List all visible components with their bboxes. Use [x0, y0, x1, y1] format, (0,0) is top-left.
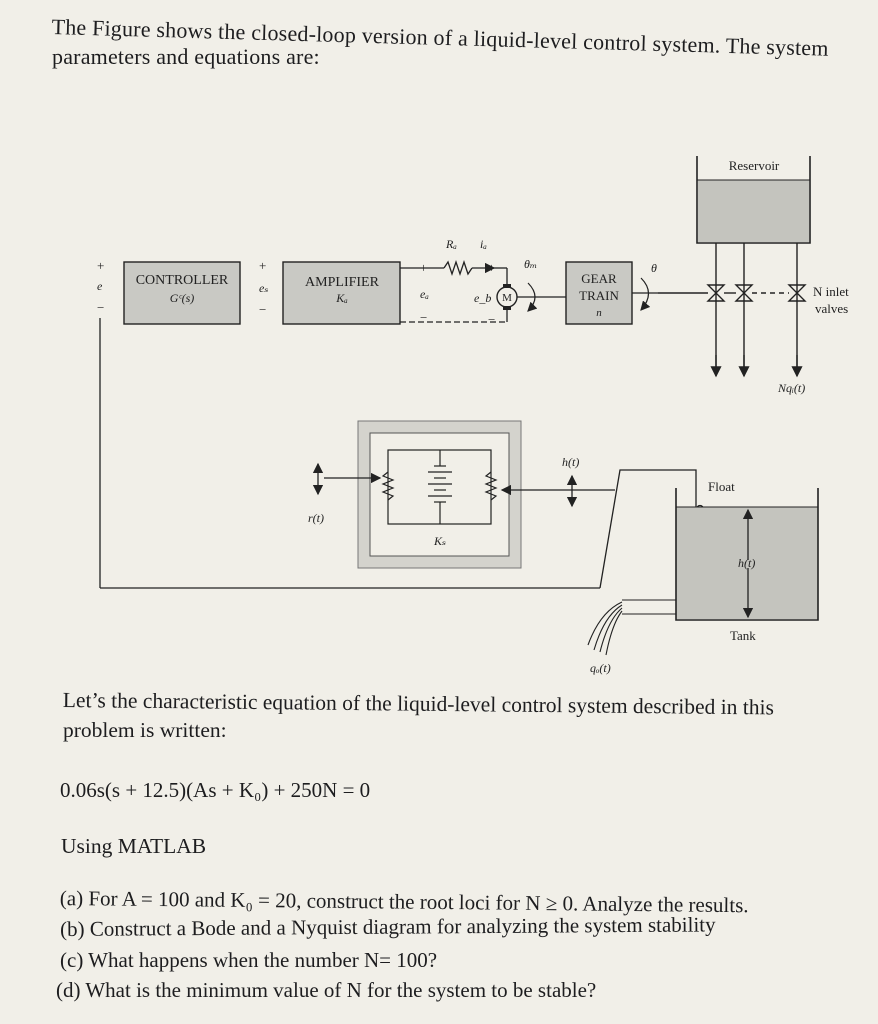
ia-label: iₐ — [480, 237, 487, 251]
char-eq-line-2: problem is written: — [63, 718, 227, 742]
theta-label: θ — [651, 261, 657, 275]
motor-label: M — [502, 292, 512, 304]
question-d: (d) What is the minimum value of N for t… — [56, 978, 597, 1002]
sensor-potentiometer — [357, 420, 522, 569]
amp-in-minus: − — [259, 302, 266, 317]
motor: M — [496, 282, 566, 312]
question-b: (b) Construct a Bode and a Nyquist diagr… — [60, 912, 716, 941]
ea-plus: + — [420, 260, 427, 275]
nqi-label: Nqᵢ(t) — [777, 381, 805, 395]
intro-line-2: parameters and equations are: — [52, 44, 320, 69]
controller-label: CONTROLLER — [136, 273, 229, 288]
tank-label: Tank — [730, 628, 756, 643]
eb-label: e_b — [474, 291, 491, 305]
ht-label: h(t) — [562, 455, 579, 469]
controller-block: CONTROLLER Gᶜ(s) — [123, 261, 241, 325]
inlet-valves — [658, 243, 807, 378]
valves-label: valves — [815, 301, 848, 316]
amplifier-sub: Kₐ — [335, 291, 348, 305]
qo-label: qₒ(t) — [590, 661, 611, 675]
gear-label-1: GEAR — [581, 271, 617, 286]
question-c: (c) What happens when the number N= 100? — [60, 948, 438, 972]
es-label: eₛ — [259, 281, 268, 295]
tank: h(t) Tank — [675, 488, 819, 643]
ks-label: Kₛ — [433, 534, 446, 548]
amp-in-plus: + — [259, 258, 266, 273]
char-eq-line-1: Let’s the characteristic equation of the… — [62, 688, 775, 720]
controller-in-minus: − — [97, 300, 104, 315]
gear-train-block: GEAR TRAIN n — [565, 261, 658, 325]
tank-ht-label: h(t) — [738, 556, 755, 570]
ea-minus: − — [420, 310, 427, 325]
characteristic-equation: 0.06s(s + 12.5)(As + K₀) + 250N = 0 — [60, 778, 371, 802]
using-matlab: Using MATLAB — [61, 834, 207, 858]
amplifier-label: AMPLIFIER — [305, 275, 380, 290]
e-label: e — [97, 279, 103, 293]
controller-in-plus: + — [97, 258, 104, 273]
controller-sub: Gᶜ(s) — [170, 291, 194, 305]
reservoir-label: Reservoir — [729, 158, 780, 173]
rt-label: r(t) — [308, 511, 324, 525]
eb-minus: − — [488, 312, 495, 327]
ra-label: Rₐ — [445, 237, 457, 251]
armature-circuit — [400, 259, 508, 323]
liquid-level-diagram: Reservoir N inlet valves Nqᵢ(t) CONTROLL… — [97, 156, 849, 675]
ea-label: eₐ — [420, 287, 429, 301]
theta-m-label: θₘ — [524, 257, 537, 271]
outflow — [587, 599, 676, 656]
gear-sub: n — [596, 307, 602, 319]
reservoir: Reservoir — [696, 156, 811, 244]
float-label: Float — [708, 479, 735, 494]
amplifier-block: AMPLIFIER Kₐ — [282, 261, 401, 325]
eb-plus: + — [488, 260, 495, 275]
gear-label-2: TRAIN — [579, 288, 619, 303]
n-inlet-label: N inlet — [813, 284, 849, 299]
